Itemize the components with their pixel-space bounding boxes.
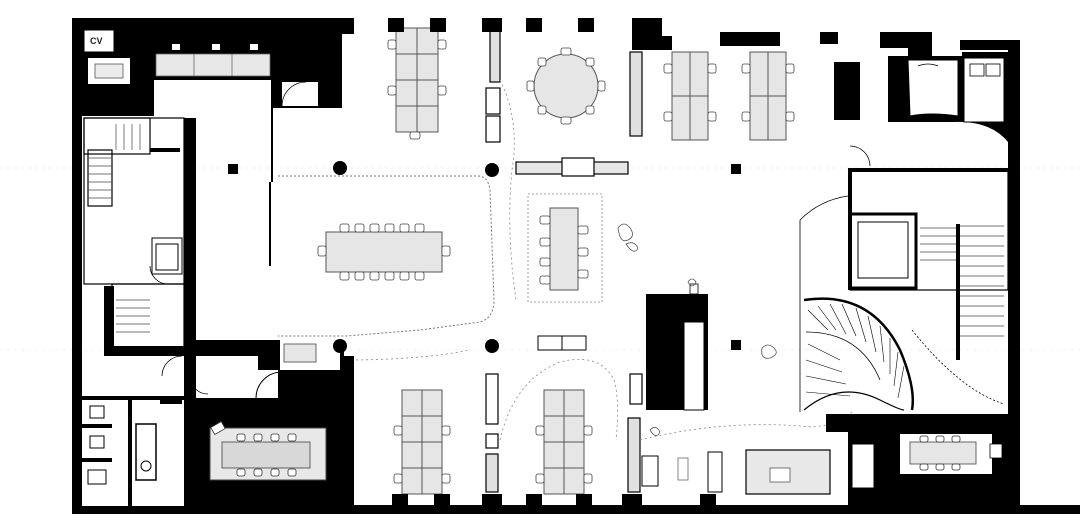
storage-units-lower xyxy=(485,373,643,493)
meeting-room-right-chairs xyxy=(919,435,961,471)
desk-cluster-top-right-chairs xyxy=(663,63,795,122)
cabinet-black xyxy=(834,62,860,120)
desk-cluster-top-left-chairs xyxy=(387,39,447,140)
bottom-desk-chairs xyxy=(393,425,593,484)
mid-table xyxy=(549,207,579,291)
bench-center xyxy=(537,335,587,351)
rug-zone xyxy=(527,193,603,303)
round-table-chairs xyxy=(526,47,606,125)
left-partitions xyxy=(151,80,273,275)
restroom-block xyxy=(82,356,184,506)
door-swings xyxy=(149,145,871,395)
desk-cluster-top-left xyxy=(395,27,439,133)
large-conference-table xyxy=(325,231,443,273)
cv-room: CV xyxy=(83,29,130,84)
columns xyxy=(228,161,741,353)
right-stairs xyxy=(920,225,1004,337)
plant-sketches xyxy=(617,223,777,436)
cv-label: CV xyxy=(90,36,103,46)
top-piers xyxy=(388,18,594,32)
meeting-room-dark-chairs xyxy=(210,420,297,477)
left-stairs xyxy=(88,124,150,333)
lounge-lower-right xyxy=(641,449,831,495)
desk-cluster-top-right xyxy=(671,51,787,141)
storage-units-center xyxy=(485,29,643,177)
outer-walls xyxy=(72,18,1080,514)
bottom-piers xyxy=(344,356,716,508)
desk-cluster-bottom-left xyxy=(401,389,443,495)
right-stair-core xyxy=(848,169,1009,291)
core-wall-top xyxy=(848,168,1008,172)
left-stair-zone xyxy=(83,117,185,355)
reception-counter xyxy=(646,283,708,411)
meeting-room-dark xyxy=(184,340,344,510)
desk-cluster-bottom-right xyxy=(543,389,585,495)
large-conference-chairs xyxy=(317,223,451,281)
restroom-top-right xyxy=(888,52,1008,142)
mid-table-chairs xyxy=(539,215,589,285)
meeting-room-right xyxy=(826,414,1008,506)
kitchen-counter xyxy=(155,53,271,77)
stair-wall xyxy=(956,224,960,360)
curtain-boundary xyxy=(278,175,495,337)
core-wall xyxy=(848,170,852,290)
spiral-staircase xyxy=(799,195,1005,412)
